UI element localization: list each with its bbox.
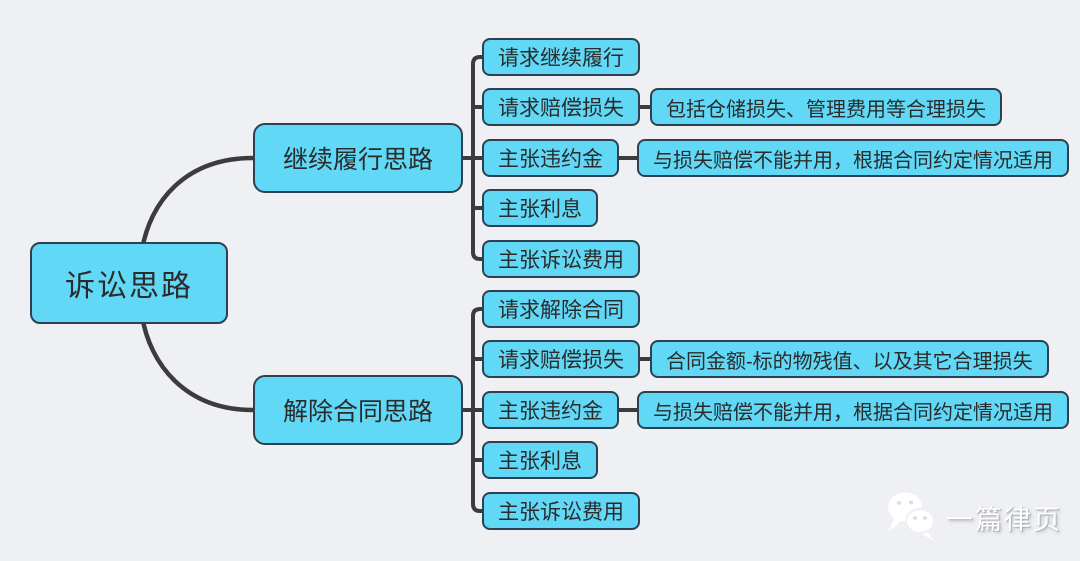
- child-node-request-terminate-contract: 请求解除合同: [482, 290, 640, 328]
- child-node-interest-1: 主张利息: [482, 189, 598, 227]
- child-node-liquidated-damages-1: 主张违约金: [482, 139, 619, 177]
- child-node-liquidated-damages-2: 主张违约金: [482, 391, 619, 429]
- child-node-request-continue-performance: 请求继续履行: [482, 38, 640, 76]
- branch-node-continue-performance: 继续履行思路: [253, 123, 463, 193]
- child-node-litigation-costs-1: 主张诉讼费用: [482, 240, 640, 278]
- child-node-litigation-costs-2: 主张诉讼费用: [482, 492, 640, 530]
- branch1-trunk: [471, 55, 490, 261]
- wechat-chat-bubbles-icon: [888, 492, 935, 540]
- detail-node-liquidated-rule-1: 与损失赔偿不能并用，根据合同约定情况适用: [637, 139, 1069, 177]
- detail-node-liquidated-rule-2: 与损失赔偿不能并用，根据合同约定情况适用: [637, 391, 1069, 429]
- detail-node-contract-amount-residual: 合同金额-标的物残值、以及其它合理损失: [650, 340, 1049, 378]
- child-node-interest-2: 主张利息: [482, 441, 598, 479]
- root-node-litigation-approach: 诉讼思路: [30, 242, 228, 324]
- branch-node-terminate-contract: 解除合同思路: [253, 375, 463, 445]
- child-node-claim-damages-2: 请求赔偿损失: [482, 340, 640, 378]
- root-to-branch2-link: [139, 313, 256, 413]
- watermark: 一篇律页: [884, 488, 1064, 546]
- watermark-label: 一篇律页: [946, 504, 1062, 535]
- branch2-trunk: [471, 307, 490, 513]
- root-to-branch1-link: [139, 155, 256, 253]
- child-node-claim-damages-1: 请求赔偿损失: [482, 88, 640, 126]
- detail-node-warehouse-losses: 包括仓储损失、管理费用等合理损失: [650, 88, 1002, 126]
